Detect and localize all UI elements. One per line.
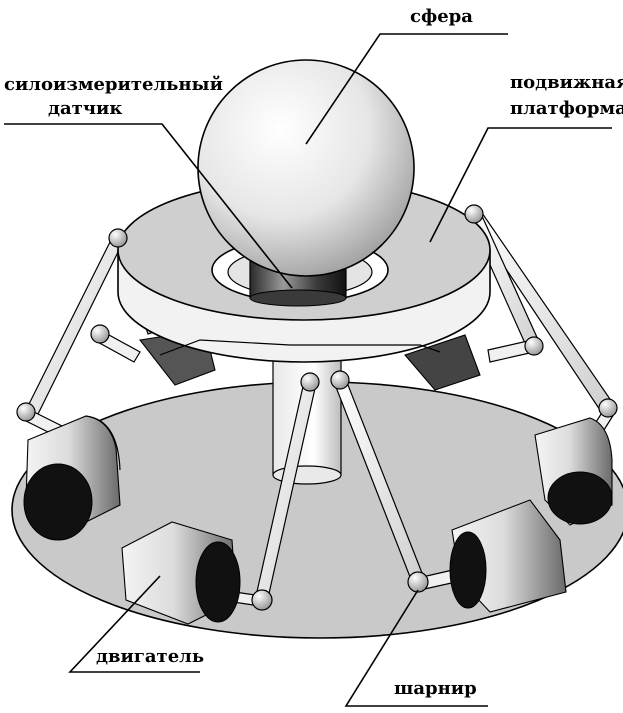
leader-lines <box>4 33 612 707</box>
joint-ball <box>407 571 429 593</box>
joint-ball <box>524 336 544 356</box>
leg-1 <box>25 237 125 415</box>
sphere <box>197 59 415 277</box>
label-platform-line1: подвижная <box>510 72 623 93</box>
label-sensor-line2: датчик <box>48 98 122 119</box>
motor-right-center <box>449 499 567 613</box>
motor-center-front <box>121 521 241 625</box>
joint-ball <box>251 589 273 611</box>
leader-platform <box>429 127 612 243</box>
label-platform-line2: платформа <box>510 98 623 119</box>
label-sphere: сфера <box>410 6 473 27</box>
joints <box>16 204 618 611</box>
joint-ball <box>16 402 36 422</box>
motor-right-back <box>404 334 481 391</box>
leader-joint <box>344 589 488 707</box>
label-motor: двигатель <box>96 646 204 667</box>
leader-sphere <box>305 33 508 145</box>
joint-ball <box>464 204 484 224</box>
motor-right-front <box>534 417 613 526</box>
label-joint: шарнир <box>394 678 477 699</box>
joint-ball <box>90 324 110 344</box>
leader-motor <box>68 575 200 673</box>
leader-sensor <box>4 123 293 289</box>
labels: сфера силоизмерительный датчик подвижная… <box>4 6 623 699</box>
joint-ball <box>300 372 320 392</box>
label-sensor-line1: силоизмерительный <box>4 74 223 95</box>
joint-ball <box>330 370 350 390</box>
joint-ball <box>598 398 618 418</box>
motor-left-front <box>23 415 121 541</box>
joint-ball <box>108 228 128 248</box>
